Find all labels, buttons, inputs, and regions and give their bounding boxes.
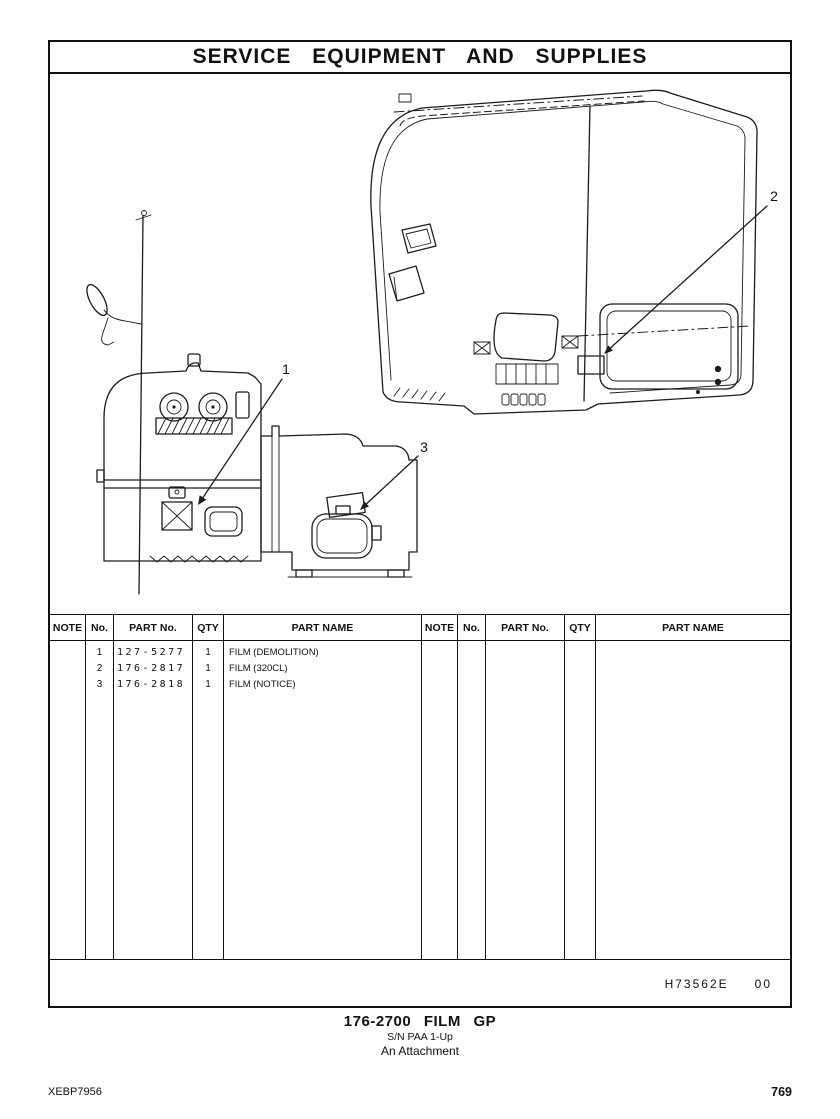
page-frame: SERVICE EQUIPMENT AND SUPPLIES <box>48 40 792 1008</box>
column-no: 1 2 3 <box>86 641 114 959</box>
serial-number-range: S/N PAA 1-Up <box>387 1031 453 1043</box>
cell-part-no: 176-2818 <box>117 679 186 690</box>
part-group-title: 176-2700 FILM GP <box>343 1013 497 1030</box>
column-qty-2 <box>565 641 596 959</box>
doc-revision: 00 <box>754 977 772 991</box>
cell-part-name: FILM (320CL) <box>229 663 288 674</box>
callout-2-label: 2 <box>770 188 778 204</box>
attachment-note: An Attachment <box>380 1044 460 1058</box>
doc-code-row: H73562E 00 <box>50 959 790 1008</box>
cell-part-no: 176-2817 <box>117 663 186 674</box>
col-header-qty-2: QTY <box>565 615 596 641</box>
col-header-qty: QTY <box>193 615 224 641</box>
publication-code: XEBP7956 <box>48 1086 102 1098</box>
callout-leaders: 1 2 3 <box>198 188 778 510</box>
col-header-note: NOTE <box>50 615 86 641</box>
doc-code: H73562E 00 <box>665 977 772 991</box>
callout-1-label: 1 <box>282 361 290 377</box>
cell-part-no: 127-5277 <box>117 647 186 658</box>
cell-qty: 1 <box>205 679 211 690</box>
col-header-no-2: No. <box>458 615 486 641</box>
cell-part-name: FILM (DEMOLITION) <box>229 647 319 658</box>
column-part-name: FILM (DEMOLITION) FILM (320CL) FILM (NOT… <box>224 641 422 959</box>
callout-3-label: 3 <box>420 439 428 455</box>
col-header-part-no: PART No. <box>114 615 193 641</box>
drawing-area: 1 2 3 <box>50 74 790 614</box>
column-part-no: 127-5277 176-2817 176-2818 <box>114 641 193 959</box>
cell-part-name: FILM (NOTICE) <box>229 679 296 690</box>
page-title: SERVICE EQUIPMENT AND SUPPLIES <box>192 45 648 68</box>
col-header-part-no-2: PART No. <box>486 615 565 641</box>
cell-no: 3 <box>96 679 103 690</box>
column-note-2 <box>422 641 458 959</box>
cell-no: 2 <box>96 663 103 674</box>
cab-drawing <box>370 89 758 415</box>
technical-illustration: 1 2 3 <box>86 89 778 595</box>
machine-body-drawing <box>86 210 418 595</box>
column-no-2 <box>458 641 486 959</box>
column-part-name-2 <box>596 641 790 959</box>
col-header-note-2: NOTE <box>422 615 458 641</box>
page-caption: 176-2700 FILM GP S/N PAA 1-Up An Attachm… <box>0 1013 840 1058</box>
cell-qty: 1 <box>205 663 211 674</box>
title-bar: SERVICE EQUIPMENT AND SUPPLIES <box>50 42 790 74</box>
col-header-no: No. <box>86 615 114 641</box>
col-header-part-name: PART NAME <box>224 615 422 641</box>
page-number: 769 <box>771 1085 792 1099</box>
doc-code-value: H73562E <box>664 977 729 991</box>
parts-table: NOTE No. PART No. QTY PART NAME NOTE No.… <box>50 614 790 959</box>
col-header-part-name-2: PART NAME <box>596 615 790 641</box>
cell-qty: 1 <box>205 647 211 658</box>
column-note <box>50 641 86 959</box>
column-qty: 1 1 1 <box>193 641 224 959</box>
column-part-no-2 <box>486 641 565 959</box>
cell-no: 1 <box>96 647 103 658</box>
